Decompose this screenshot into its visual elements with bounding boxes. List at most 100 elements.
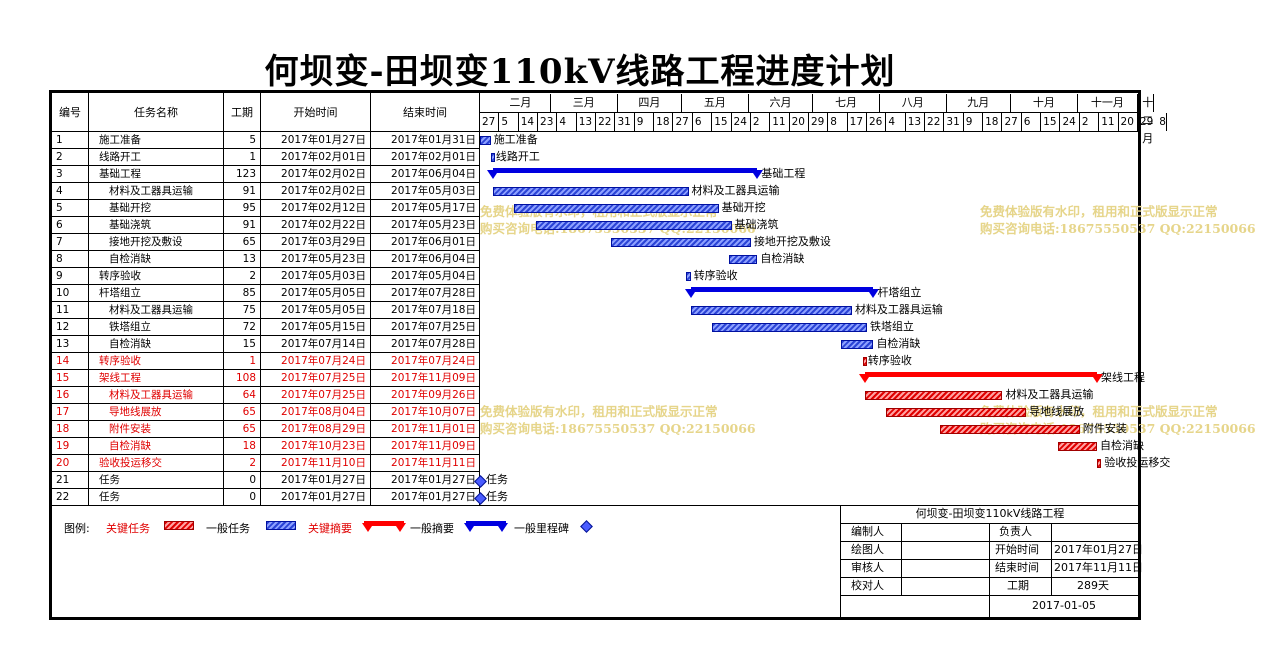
task-duration: 0: [249, 491, 256, 503]
task-end: 2017年07月24日: [391, 355, 476, 367]
timeline-day: 13: [906, 113, 926, 131]
col-header-name: 任务名称: [89, 93, 224, 131]
task-end: 2017年10月07日: [391, 406, 476, 418]
timeline-day: 9: [635, 113, 655, 131]
bar-label: 基础开挖: [721, 201, 766, 214]
task-name: 杆塔组立: [99, 287, 141, 299]
timeline-day: 20: [790, 113, 809, 131]
row-separator: [52, 420, 480, 421]
timeline-month-line: [480, 112, 1138, 113]
tb-checker-label: 审核人: [851, 561, 884, 574]
tb-end: 2017年11月11日: [1054, 561, 1143, 574]
task-duration: 1: [249, 355, 256, 367]
col-header-end: 结束时间: [371, 93, 480, 131]
timeline-day: 20: [1119, 113, 1138, 131]
table-column-line: [88, 131, 89, 505]
task-duration: 91: [242, 219, 256, 231]
tb-end-label: 结束时间: [995, 561, 1039, 574]
col-header-duration: 工期: [224, 93, 261, 131]
task-start: 2017年02月02日: [281, 185, 366, 197]
legend-normal-summary: 一般摘要: [410, 522, 454, 535]
task-name: 施工准备: [99, 134, 141, 146]
col-header-id: 编号: [52, 93, 89, 131]
bar-label: 附件安装: [1082, 422, 1127, 435]
timeline-month: 十一月: [1078, 94, 1138, 112]
bar-label: 材料及工器具运输: [854, 303, 943, 316]
task-start: 2017年05月05日: [281, 304, 366, 316]
bar-label: 验收投运移交: [1104, 456, 1171, 469]
task-end: 2017年07月25日: [391, 321, 476, 333]
timeline-day: 26: [867, 113, 887, 131]
task-start: 2017年07月14日: [281, 338, 366, 350]
title-block: 何坝变-田坝变110kV线路工程 编制人 负责人 绘图人 开始时间 2017年0…: [840, 505, 1143, 617]
bar-label: 架线工程: [1101, 371, 1146, 384]
task-end: 2017年05月23日: [391, 219, 476, 231]
task-id: 2: [56, 151, 63, 163]
task-bar: [841, 340, 874, 349]
row-separator: [52, 165, 480, 166]
task-duration: 18: [242, 440, 256, 452]
task-start: 2017年08月04日: [281, 406, 366, 418]
timeline-day: 8: [1157, 113, 1167, 131]
row-separator: [52, 216, 480, 217]
timeline-day: 9: [964, 113, 984, 131]
task-name: 材料及工器具运输: [109, 185, 193, 197]
task-bar: [712, 323, 867, 332]
bar-label: 基础工程: [761, 167, 806, 180]
task-duration: 64: [242, 389, 256, 401]
task-end: 2017年07月28日: [391, 287, 476, 299]
task-name: 自检消缺: [109, 338, 151, 350]
task-duration: 5: [249, 134, 256, 146]
row-separator: [52, 335, 480, 336]
task-start: 2017年01月27日: [281, 474, 366, 486]
task-duration: 65: [242, 406, 256, 418]
task-start: 2017年08月29日: [281, 423, 366, 435]
tb-owner-label: 负责人: [999, 525, 1032, 538]
row-separator: [52, 148, 480, 149]
task-id: 22: [56, 491, 70, 503]
task-id: 14: [56, 355, 70, 367]
timeline-day: 15: [712, 113, 732, 131]
task-start: 2017年02月12日: [281, 202, 366, 214]
bar-label: 铁塔组立: [870, 320, 914, 333]
timeline-day: 17: [848, 113, 867, 131]
timeline-day: 15: [1041, 113, 1061, 131]
gantt-frame: 编号 任务名称 工期 开始时间 结束时间 免费体验版有水印，租用和正式版显示正常…: [49, 90, 1256, 620]
tb-start: 2017年01月27日: [1054, 543, 1143, 556]
legend-critical-summary-right-cap: [394, 523, 406, 532]
task-bar: [480, 136, 491, 145]
task-duration: 13: [242, 253, 256, 265]
timeline-day: 4: [557, 113, 577, 131]
timeline-day: 5: [499, 113, 519, 131]
task-end: 2017年06月04日: [391, 253, 476, 265]
row-separator: [52, 488, 480, 489]
task-name: 接地开挖及敷设: [109, 236, 183, 248]
task-name: 自检消缺: [109, 440, 151, 452]
timeline-day: 31: [615, 113, 635, 131]
task-name: 验收投运移交: [99, 457, 162, 469]
task-start: 2017年07月25日: [281, 389, 366, 401]
task-duration: 123: [235, 168, 256, 180]
table-column-line: [223, 131, 224, 505]
task-end: 2017年11月01日: [391, 423, 476, 435]
task-end: 2017年01月27日: [391, 491, 476, 503]
task-id: 8: [56, 253, 63, 265]
summary-left-cap: [486, 170, 499, 179]
task-end: 2017年07月28日: [391, 338, 476, 350]
timeline-day: 24: [1061, 113, 1080, 131]
task-id: 1: [56, 134, 63, 146]
task-end: 2017年11月09日: [391, 440, 476, 452]
task-duration: 1: [249, 151, 256, 163]
task-start: 2017年01月27日: [281, 491, 366, 503]
task-end: 2017年01月27日: [391, 474, 476, 486]
legend-normal-task-swatch: [266, 521, 296, 530]
task-duration: 95: [242, 202, 256, 214]
header-bottom-line: [52, 131, 1138, 132]
bar-label: 转序验收: [867, 354, 912, 367]
task-id: 19: [56, 440, 70, 452]
task-duration: 65: [242, 423, 256, 435]
timeline-day: 6: [693, 113, 713, 131]
timeline-day: 29: [1137, 113, 1153, 131]
task-id: 3: [56, 168, 63, 180]
timeline-day: 31: [944, 113, 964, 131]
